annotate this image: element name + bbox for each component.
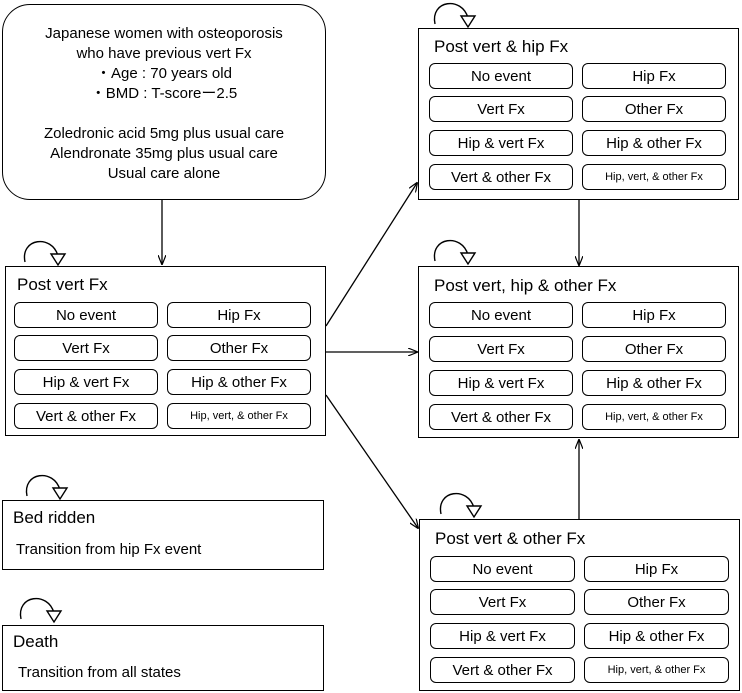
arrow-post-vert-to-vert-other [325,394,418,528]
state-death: Death Transition from all states [2,625,324,691]
state-post-vert-hip-fx: Post vert & hip Fx No event Hip Fx Vert … [418,28,739,200]
event-no-event: No event [430,556,575,582]
event-hip-other-fx: Hip & other Fx [167,369,311,395]
intro-line: Usual care alone [107,165,221,182]
intro-line: Alendronate 35mg plus usual care [50,145,278,162]
state-bed-ridden: Bed ridden Transition from hip Fx event [2,500,324,570]
self-loop-icon [433,239,476,265]
event-hip-vert-fx: Hip & vert Fx [429,130,573,156]
event-vert-fx: Vert Fx [430,589,575,615]
event-vert-other-fx: Vert & other Fx [429,164,573,190]
state-title: Bed ridden [13,508,96,527]
event-hip-vert-other-fx: Hip, vert, & other Fx [584,657,729,683]
event-hip-fx: Hip Fx [167,302,311,328]
state-title: Post vert & other Fx [435,529,586,548]
event-vert-fx: Vert Fx [429,336,573,362]
self-loop-icon [23,240,66,266]
self-loop-icon [433,2,476,28]
event-no-event: No event [429,302,573,328]
state-title: Post vert & hip Fx [434,37,569,56]
intro-line: ・Age : 70 years old [96,65,232,82]
event-no-event: No event [429,63,573,89]
event-other-fx: Other Fx [584,589,729,615]
state-title: Death [13,632,59,651]
event-vert-fx: Vert Fx [429,96,573,122]
event-hip-vert-other-fx: Hip, vert, & other Fx [582,164,726,190]
self-loop-icon [439,492,482,518]
event-hip-vert-fx: Hip & vert Fx [14,369,158,395]
event-hip-fx: Hip Fx [582,302,726,328]
intro-line: ・BMD : T-scoreー2.5 [90,85,238,102]
state-post-vert-hip-other-fx: Post vert, hip & other Fx No event Hip F… [418,266,739,438]
event-hip-vert-other-fx: Hip, vert, & other Fx [582,404,726,430]
event-hip-fx: Hip Fx [582,63,726,89]
event-vert-fx: Vert Fx [14,335,158,361]
arrow-post-vert-to-vert-hip [325,183,417,327]
event-hip-other-fx: Hip & other Fx [582,130,726,156]
population-box: Japanese women with osteoporosis who hav… [2,4,326,200]
event-vert-other-fx: Vert & other Fx [14,403,158,429]
event-hip-other-fx: Hip & other Fx [582,370,726,396]
event-hip-fx: Hip Fx [584,556,729,582]
event-no-event: No event [14,302,158,328]
self-loop-icon [25,474,68,500]
event-hip-vert-other-fx: Hip, vert, & other Fx [167,403,311,429]
event-hip-other-fx: Hip & other Fx [584,623,729,649]
intro-line: Japanese women with osteoporosis [45,25,283,42]
state-subtitle: Transition from hip Fx event [16,541,202,558]
intro-line: Zoledronic acid 5mg plus usual care [43,125,285,142]
state-subtitle: Transition from all states [18,664,181,681]
state-post-vert-other-fx: Post vert & other Fx No event Hip Fx Ver… [419,519,740,691]
state-post-vert-fx: Post vert Fx No event Hip Fx Vert Fx Oth… [5,266,326,436]
event-hip-vert-fx: Hip & vert Fx [429,370,573,396]
event-vert-other-fx: Vert & other Fx [430,657,575,683]
state-title: Post vert Fx [17,275,108,294]
intro-line: who have previous vert Fx [76,45,252,62]
event-other-fx: Other Fx [167,335,311,361]
state-title: Post vert, hip & other Fx [434,276,617,295]
self-loop-icon [19,597,62,623]
event-vert-other-fx: Vert & other Fx [429,404,573,430]
event-other-fx: Other Fx [582,336,726,362]
event-hip-vert-fx: Hip & vert Fx [430,623,575,649]
event-other-fx: Other Fx [582,96,726,122]
